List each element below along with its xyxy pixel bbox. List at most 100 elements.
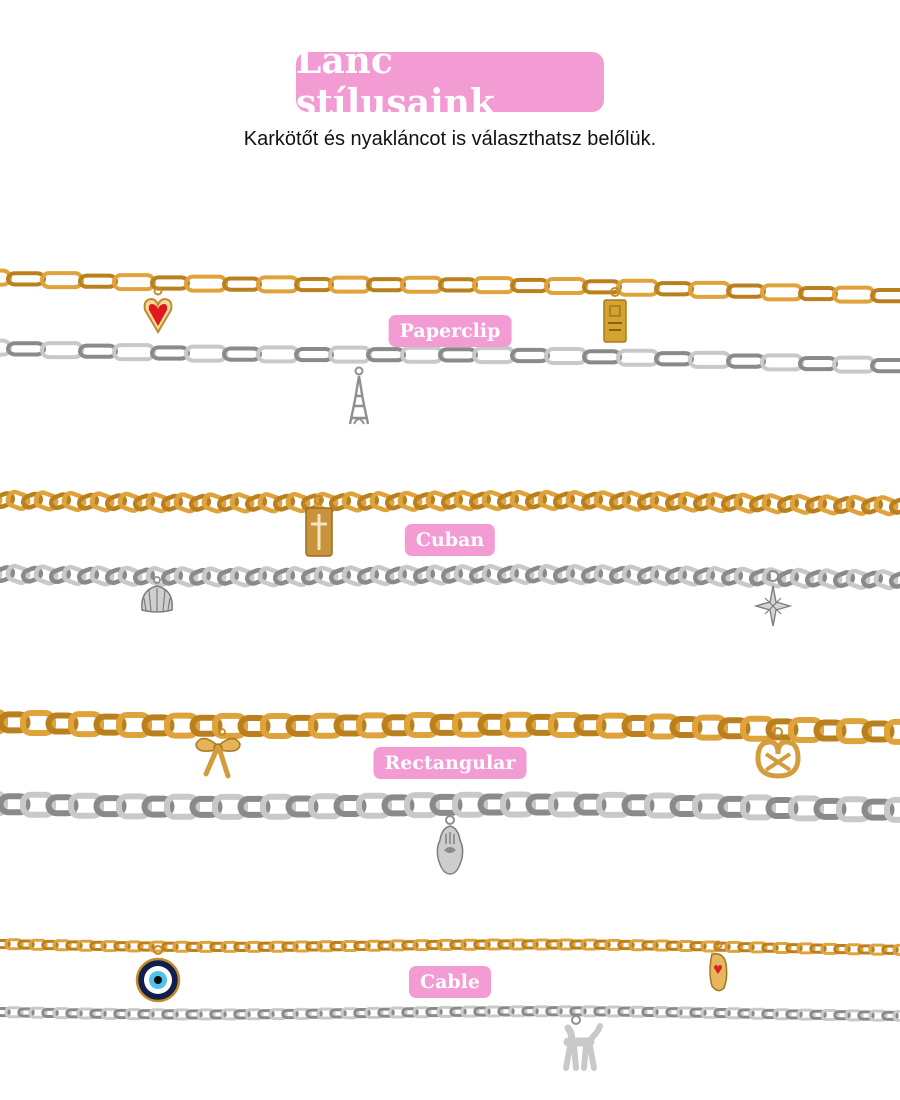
chain-link	[636, 566, 660, 585]
chain-link	[436, 938, 456, 951]
chain-link	[573, 793, 607, 816]
chain-link	[733, 566, 759, 588]
passport-tag-charm-icon	[603, 287, 627, 343]
chain-link	[833, 943, 851, 955]
chain-link	[785, 943, 803, 954]
chain-link	[52, 939, 72, 952]
chain-link	[525, 713, 559, 736]
chain-link	[196, 1008, 216, 1021]
chain-link	[113, 941, 131, 952]
label-paperclip: Paperclip	[388, 315, 512, 347]
chain-link	[524, 565, 548, 584]
chain-link	[860, 570, 884, 589]
chain-link	[117, 491, 143, 513]
chain-link	[381, 794, 415, 817]
chain-link	[604, 938, 624, 951]
chain-link	[425, 1006, 443, 1018]
chain-link	[141, 714, 175, 737]
chain-link	[881, 1010, 899, 1021]
chain-link	[477, 713, 511, 736]
chain-link	[565, 490, 591, 512]
chain-link	[65, 1008, 83, 1019]
chain-link	[868, 1009, 888, 1022]
chain-link	[748, 494, 772, 513]
chain-link	[689, 941, 707, 952]
chain-link	[340, 1007, 360, 1020]
chain-link	[256, 345, 300, 364]
chain-link	[692, 493, 716, 512]
chain-link	[212, 712, 248, 739]
chain-link	[89, 1008, 107, 1019]
chain-link	[608, 492, 632, 510]
chain-link	[401, 940, 419, 951]
chain-link	[873, 495, 899, 517]
chain-link	[116, 711, 152, 738]
chain-link	[497, 1006, 515, 1017]
chain-link	[544, 277, 588, 296]
evil-eye-charm-icon	[135, 945, 181, 1003]
chain-link	[472, 346, 516, 365]
chain-link	[78, 343, 118, 359]
chain-link	[789, 567, 815, 589]
chain-link	[548, 712, 584, 739]
chain-link	[196, 940, 216, 953]
chain-link	[268, 940, 288, 953]
chain-link	[164, 793, 200, 820]
chain-link	[580, 938, 600, 951]
chain-link	[644, 792, 680, 819]
chain-link	[809, 1009, 827, 1020]
chain-link	[796, 1008, 816, 1021]
chain-link	[440, 491, 464, 510]
chain-link	[404, 792, 440, 819]
chain-link	[641, 1006, 659, 1018]
chain-link	[621, 564, 647, 586]
chain-link	[832, 570, 856, 589]
chain-link	[724, 940, 744, 953]
chain-link	[453, 564, 479, 586]
chain-link	[33, 490, 59, 512]
chain-link	[0, 791, 8, 817]
cable-chains	[0, 938, 900, 1022]
chain-link	[641, 940, 659, 951]
chain-link	[244, 493, 268, 512]
chain-link	[40, 271, 84, 290]
chain-link	[300, 567, 324, 586]
chain-link	[788, 795, 824, 822]
chain-link	[761, 493, 787, 515]
chain-link	[596, 712, 632, 739]
chain-link	[212, 793, 248, 820]
chain-link	[6, 271, 46, 287]
chain-link	[449, 1006, 467, 1017]
chain-link	[184, 344, 228, 363]
chain-link	[788, 717, 824, 744]
chain-link	[384, 492, 408, 511]
chain-link	[117, 565, 143, 587]
chain-link	[453, 490, 479, 512]
chain-link	[45, 794, 79, 817]
chain-link	[593, 490, 619, 512]
chain-link	[45, 712, 79, 735]
chain-link	[113, 1008, 131, 1020]
chain-link	[404, 712, 440, 739]
chain-link	[305, 941, 323, 952]
chain-link	[616, 348, 660, 367]
bow-charm-icon	[195, 728, 241, 779]
chain-link	[748, 941, 768, 954]
chain-link	[664, 566, 688, 585]
chain-link	[173, 566, 199, 588]
chain-link	[329, 941, 347, 952]
chain-link	[89, 491, 115, 513]
chain-link	[508, 938, 528, 951]
chain-link	[737, 1008, 755, 1019]
chain-link	[68, 792, 104, 819]
chain-link	[237, 714, 271, 737]
chain-link	[760, 353, 804, 372]
chain-link	[608, 566, 632, 584]
chain-link	[497, 939, 515, 950]
chain-link	[692, 793, 728, 820]
chain-link	[556, 938, 576, 951]
chain-link	[244, 1008, 264, 1021]
chain-link	[652, 1006, 672, 1019]
chain-link	[341, 565, 367, 587]
chain-link	[552, 565, 576, 584]
